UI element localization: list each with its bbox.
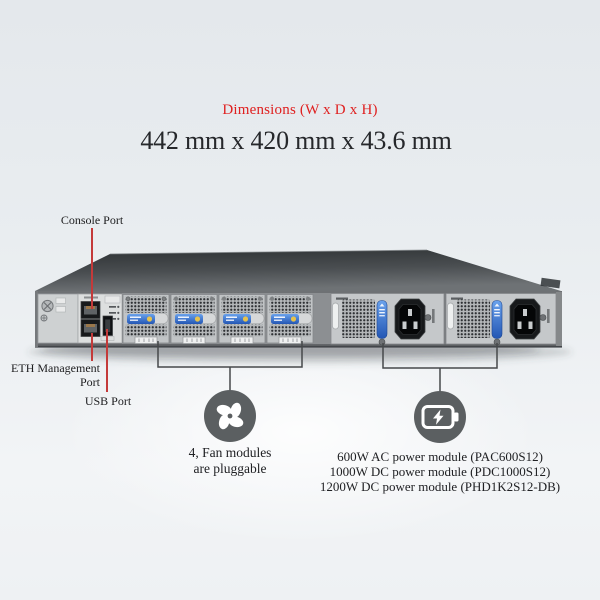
power-battery-icon <box>414 391 466 443</box>
usb-port-label: USB Port <box>84 394 132 408</box>
eth-management-port-label: ETH Management Port <box>8 361 100 389</box>
fan-module-connector <box>134 336 158 344</box>
stat-label-print <box>336 297 348 300</box>
fan-grille <box>125 296 167 313</box>
console-rj45-port <box>80 301 101 319</box>
fan-module-3 <box>218 294 266 344</box>
fan-module-label <box>127 314 155 324</box>
power-callout-caption: 600W AC power module (PAC600S12) 1000W D… <box>308 449 572 495</box>
top-face-label <box>540 277 561 289</box>
caution-icon <box>146 316 153 322</box>
psu-bay <box>330 293 557 346</box>
psu-screw <box>424 314 432 321</box>
fan-callout-connector <box>157 341 303 391</box>
fan-module-bay <box>122 293 331 344</box>
eth-label-line2: Port <box>79 374 100 389</box>
management-panel <box>77 293 123 344</box>
fan-callout-caption: 4, Fan modules are pluggable <box>140 445 320 476</box>
page-title: Dimensions (W x D x H) <box>222 102 378 118</box>
psu-pull-tab <box>376 300 388 339</box>
power-caption-line2: 1000W DC power module (PDC1000S12) <box>329 464 551 480</box>
psu-side-print <box>432 309 435 323</box>
ground-symbol-icon <box>40 314 48 322</box>
psu-grille <box>342 299 375 338</box>
left-mount-plate <box>37 293 79 344</box>
power-caption-line1: 600W AC power module (PAC600S12) <box>337 449 543 464</box>
chassis-top-face <box>35 249 561 291</box>
psu-module-2 <box>445 293 557 346</box>
psu-handle <box>332 302 339 330</box>
fan-module-4 <box>266 294 314 344</box>
power-caption-line3: 1200W DC power module (PHD1K2S12-DB) <box>319 479 561 495</box>
dimensions-value: 442 mm x 420 mm x 43.6 mm <box>140 126 452 155</box>
fan-caption-line1: 4, Fan modules <box>188 445 272 460</box>
console-port-label: Console Port <box>60 213 124 227</box>
eth-rj45-port <box>80 319 101 337</box>
fan-icon <box>204 390 256 442</box>
power-inlet <box>509 298 541 340</box>
fan-caption-line2: are pluggable <box>193 460 267 476</box>
fan-module-2 <box>170 294 218 344</box>
psu-pull-tab <box>491 300 503 339</box>
psu-module-1 <box>330 293 445 346</box>
power-callout-connector <box>382 343 498 392</box>
eth-label-line1: ETH Management <box>11 361 100 375</box>
fan-module-1 <box>122 294 170 344</box>
power-inlet <box>394 298 426 340</box>
